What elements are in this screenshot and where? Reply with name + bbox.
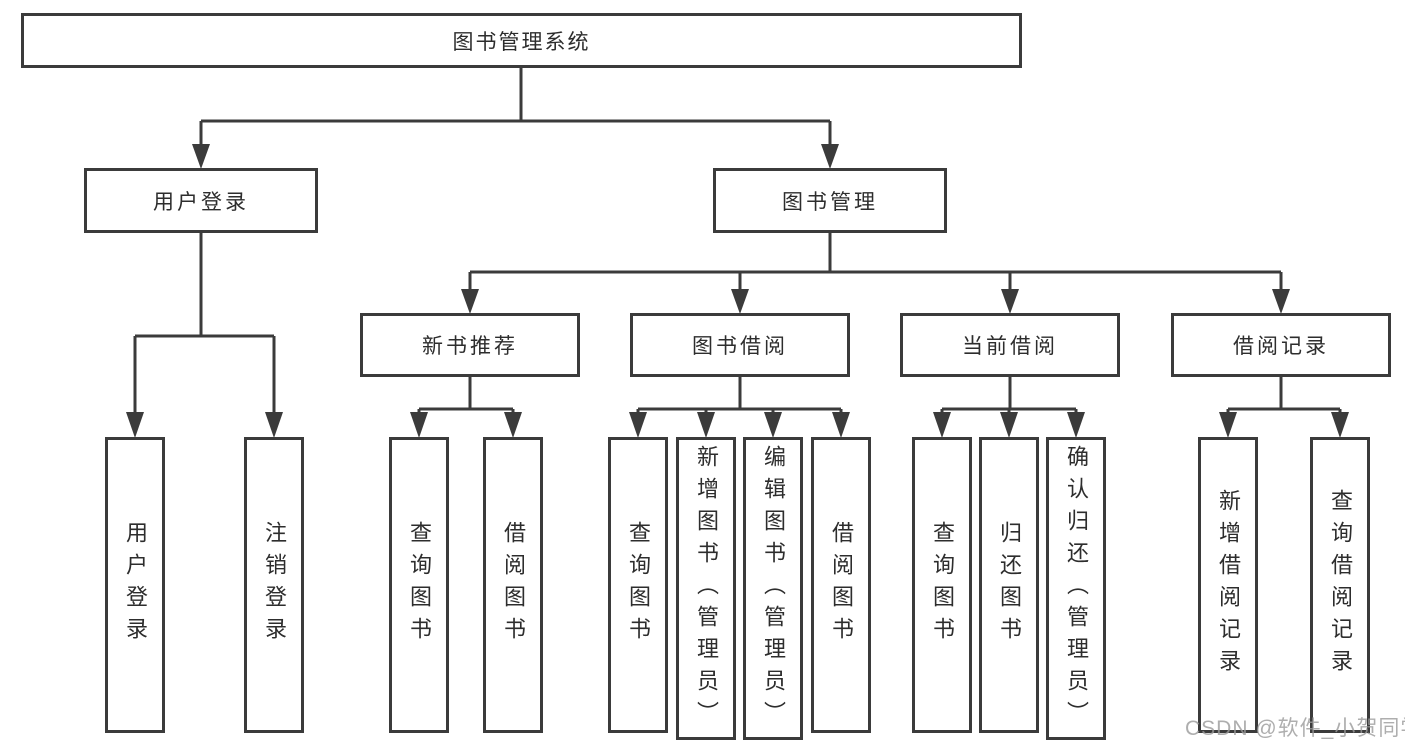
node-label: 确认归还（管理员） [1064, 444, 1089, 733]
node-label: 图书借阅 [692, 335, 788, 358]
node-label: 借阅图书 [829, 521, 854, 649]
connector-borrow-records-to-leaves [1219, 377, 1349, 438]
node-label: 查询借阅记录 [1328, 489, 1353, 681]
node-book-management: 图书管理 [713, 168, 947, 233]
connector-new-books-to-leaves [410, 377, 522, 438]
leaf-add-borrow-record: 新增借阅记录 [1198, 437, 1258, 733]
leaf-borrow-books-2: 借阅图书 [811, 437, 871, 733]
leaf-logout: 注销登录 [244, 437, 304, 733]
connector-current-borrow-to-leaves [933, 377, 1085, 438]
connector-book-management-to-level3 [461, 233, 1290, 314]
node-current-borrow: 当前借阅 [900, 313, 1120, 377]
node-new-book-recommend: 新书推荐 [360, 313, 580, 377]
node-label: 查询图书 [626, 521, 651, 649]
leaf-query-borrow-record: 查询借阅记录 [1310, 437, 1370, 733]
leaf-query-books-3: 查询图书 [912, 437, 972, 733]
leaf-borrow-books-1: 借阅图书 [483, 437, 543, 733]
node-book-borrow: 图书借阅 [630, 313, 850, 377]
node-label: 查询图书 [930, 521, 955, 649]
node-label: 借阅图书 [501, 521, 526, 649]
node-label: 图书管理 [782, 190, 878, 214]
node-label: 新增图书（管理员） [694, 444, 719, 733]
node-user-login: 用户登录 [84, 168, 318, 233]
node-label: 编辑图书（管理员） [761, 444, 786, 733]
node-label: 用户登录 [123, 521, 148, 649]
leaf-return-books: 归还图书 [979, 437, 1039, 733]
node-label: 图书管理系统 [452, 30, 591, 54]
connector-book-borrow-to-leaves [629, 377, 850, 438]
leaf-add-books-admin: 新增图书（管理员） [676, 437, 736, 740]
leaf-query-books-2: 查询图书 [608, 437, 668, 733]
node-label: 新书推荐 [422, 335, 518, 358]
leaf-user-login: 用户登录 [105, 437, 165, 733]
connector-user-login-to-leaves [126, 233, 283, 438]
node-label: 注销登录 [262, 521, 287, 649]
node-borrow-records: 借阅记录 [1171, 313, 1391, 377]
connector-root-to-level2 [192, 68, 839, 169]
leaf-confirm-return-admin: 确认归还（管理员） [1046, 437, 1106, 740]
node-label: 新增借阅记录 [1216, 489, 1241, 681]
csdn-watermark: CSDN @软件_小贺同学 [1185, 717, 1405, 740]
node-label: 归还图书 [997, 521, 1022, 649]
node-label: 用户登录 [153, 190, 249, 214]
leaf-edit-books-admin: 编辑图书（管理员） [743, 437, 803, 740]
node-label: 查询图书 [407, 521, 432, 649]
node-root-system: 图书管理系统 [21, 13, 1022, 68]
leaf-query-books-1: 查询图书 [389, 437, 449, 733]
node-label: 当前借阅 [962, 335, 1058, 358]
node-label: 借阅记录 [1233, 335, 1329, 358]
